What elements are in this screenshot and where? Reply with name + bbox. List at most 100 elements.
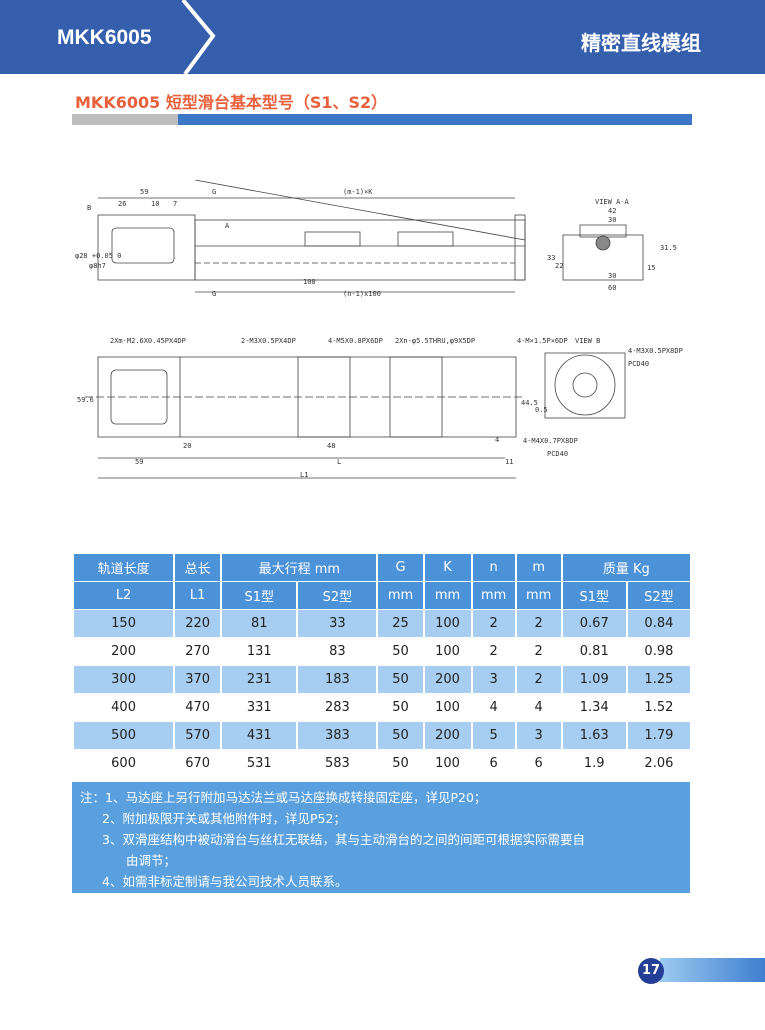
dimension-label: L <box>337 458 341 466</box>
subheader: mm <box>472 582 515 609</box>
dimension-label: G <box>212 290 216 298</box>
header-bar: MKK6005 精密直线模组 <box>0 0 765 74</box>
dimension-label: 100 <box>303 278 316 286</box>
table-cell: 6 <box>489 756 498 771</box>
dimension-label: 60 <box>608 284 616 292</box>
table-cell: 383 <box>298 722 377 749</box>
table-cell: 1.9 <box>583 756 605 771</box>
dimension-label: 0.5 <box>535 406 548 414</box>
dimension-label: 59 <box>135 458 143 466</box>
table-cell: 570 <box>175 722 221 749</box>
section-title: MKK6005 短型滑台基本型号（S1、S2） <box>75 93 388 112</box>
view-a-a: VIEW A-A 42 30 33 22 15 31.5 30 60 <box>547 198 677 292</box>
subheader: mm <box>424 582 471 609</box>
table-cell: 600 <box>111 756 136 771</box>
table-cell: 3 <box>516 722 561 749</box>
dimension-label: 2Xm-M2.6X0.45PX4DP <box>110 337 186 345</box>
dimension-label: VIEW B <box>575 337 600 345</box>
dimension-label: 10 <box>151 200 159 208</box>
dimension-label: 4 <box>495 436 499 444</box>
dimension-label: 4-M4X0.7PX8DP <box>523 437 578 445</box>
dimension-label: PCD40 <box>628 360 649 368</box>
table-cell: 200 <box>424 666 471 693</box>
note-1: 注：1、马达座上另行附加马达法兰或马达座换成转接固定座，详见P20； <box>80 790 487 805</box>
col-g: G <box>378 554 423 581</box>
dimension-label: 30 <box>608 216 616 224</box>
col-total-length: 总长 <box>175 554 221 581</box>
subheader: L1 <box>175 582 221 609</box>
table-cell: 200 <box>111 644 136 659</box>
table-cell: 81 <box>222 610 297 637</box>
subheader: S1型 <box>562 582 626 609</box>
col-rail-length: 轨道长度 <box>74 554 174 581</box>
title-rule-gray <box>72 114 178 125</box>
table-cell: 1.34 <box>579 700 609 715</box>
table-cell: 4 <box>489 700 498 715</box>
table-cell: 100 <box>435 756 460 771</box>
table-cell: 200 <box>424 722 471 749</box>
table-cell: 50 <box>392 756 409 771</box>
technical-drawing: 59 26 10 7 G (m-1)×K G 100 (n-1)x100 B A… <box>75 180 683 479</box>
dimension-label: 11 <box>505 458 513 466</box>
table-cell: 50 <box>392 700 409 715</box>
dimension-label: 4-M×1.5P×6DP <box>517 337 568 345</box>
table-cell: 2.06 <box>644 756 674 771</box>
spec-table: 轨道长度 总长 最大行程 mm G K n m 质量 Kg L2 L1 S1型 … <box>72 553 692 778</box>
table-cell: 2 <box>516 666 561 693</box>
subheader: S1型 <box>222 582 297 609</box>
table-cell: 0.81 <box>579 644 609 659</box>
page-number: 17 <box>638 958 664 984</box>
dimension-label: 2Xn-φ5.5THRU,φ9X5DP <box>395 337 475 345</box>
table-cell: 500 <box>74 722 174 749</box>
table-cell: 25 <box>378 610 423 637</box>
table-cell: 100 <box>435 700 460 715</box>
dimension-label: 15 <box>647 264 655 272</box>
table-cell: 83 <box>329 644 346 659</box>
dimension-label: 20 <box>183 442 191 450</box>
title-rule-blue <box>178 114 692 125</box>
col-n: n <box>472 554 515 581</box>
dimension-label: 30 <box>608 272 616 280</box>
table-cell: 270 <box>185 644 211 659</box>
dimension-label: (m-1)×K <box>343 188 373 196</box>
table-cell: 1.25 <box>627 666 690 693</box>
dimension-label: φ28 +0.05 0 <box>75 252 121 260</box>
table-cell: 2 <box>472 610 515 637</box>
view-b: VIEW B 4-M3X0.5PX8DP PCD40 44.5 0.5 4-M4… <box>521 337 683 458</box>
table-cell: 50 <box>392 644 409 659</box>
table-cell: 331 <box>246 700 272 715</box>
dimension-label: 42 <box>608 207 616 215</box>
table-cell: 0.84 <box>627 610 690 637</box>
subheader: S2型 <box>298 582 377 609</box>
side-view: 59 26 10 7 G (m-1)×K G 100 (n-1)x100 B A… <box>75 180 526 298</box>
table-cell: 231 <box>222 666 297 693</box>
dimension-label: 48 <box>327 442 335 450</box>
model-name: MKK6005 <box>57 26 152 49</box>
table-cell: 531 <box>246 756 272 771</box>
note-4: 4、如需非标定制请与我公司技术人员联系。 <box>102 874 348 889</box>
category-title: 精密直线模组 <box>581 31 701 55</box>
col-max-stroke: 最大行程 mm <box>222 554 377 581</box>
dimension-label: VIEW A-A <box>595 198 630 206</box>
dimension-label: L1 <box>300 471 308 479</box>
table-cell: 400 <box>111 700 136 715</box>
dimension-label: 44.5 <box>521 399 538 407</box>
dimension-label: 31.5 <box>660 244 677 252</box>
dimension-label: G <box>212 188 216 196</box>
dimension-label: 33 <box>547 254 555 262</box>
note-3: 3、双滑座结构中被动滑台与丝杠无联结，其与主动滑台的之间的间距可根据实际需要自 <box>102 832 585 847</box>
dimension-label: 59.6 <box>77 396 94 404</box>
table-cell: 3 <box>472 666 515 693</box>
col-mass: 质量 Kg <box>562 554 690 581</box>
table-cell: 0.67 <box>562 610 626 637</box>
table-cell: 0.98 <box>644 644 674 659</box>
subheader: S2型 <box>627 582 690 609</box>
table-cell: 1.52 <box>644 700 674 715</box>
dimension-label: 22 <box>555 262 563 270</box>
table-cell: 583 <box>324 756 350 771</box>
table-cell: 150 <box>74 610 174 637</box>
